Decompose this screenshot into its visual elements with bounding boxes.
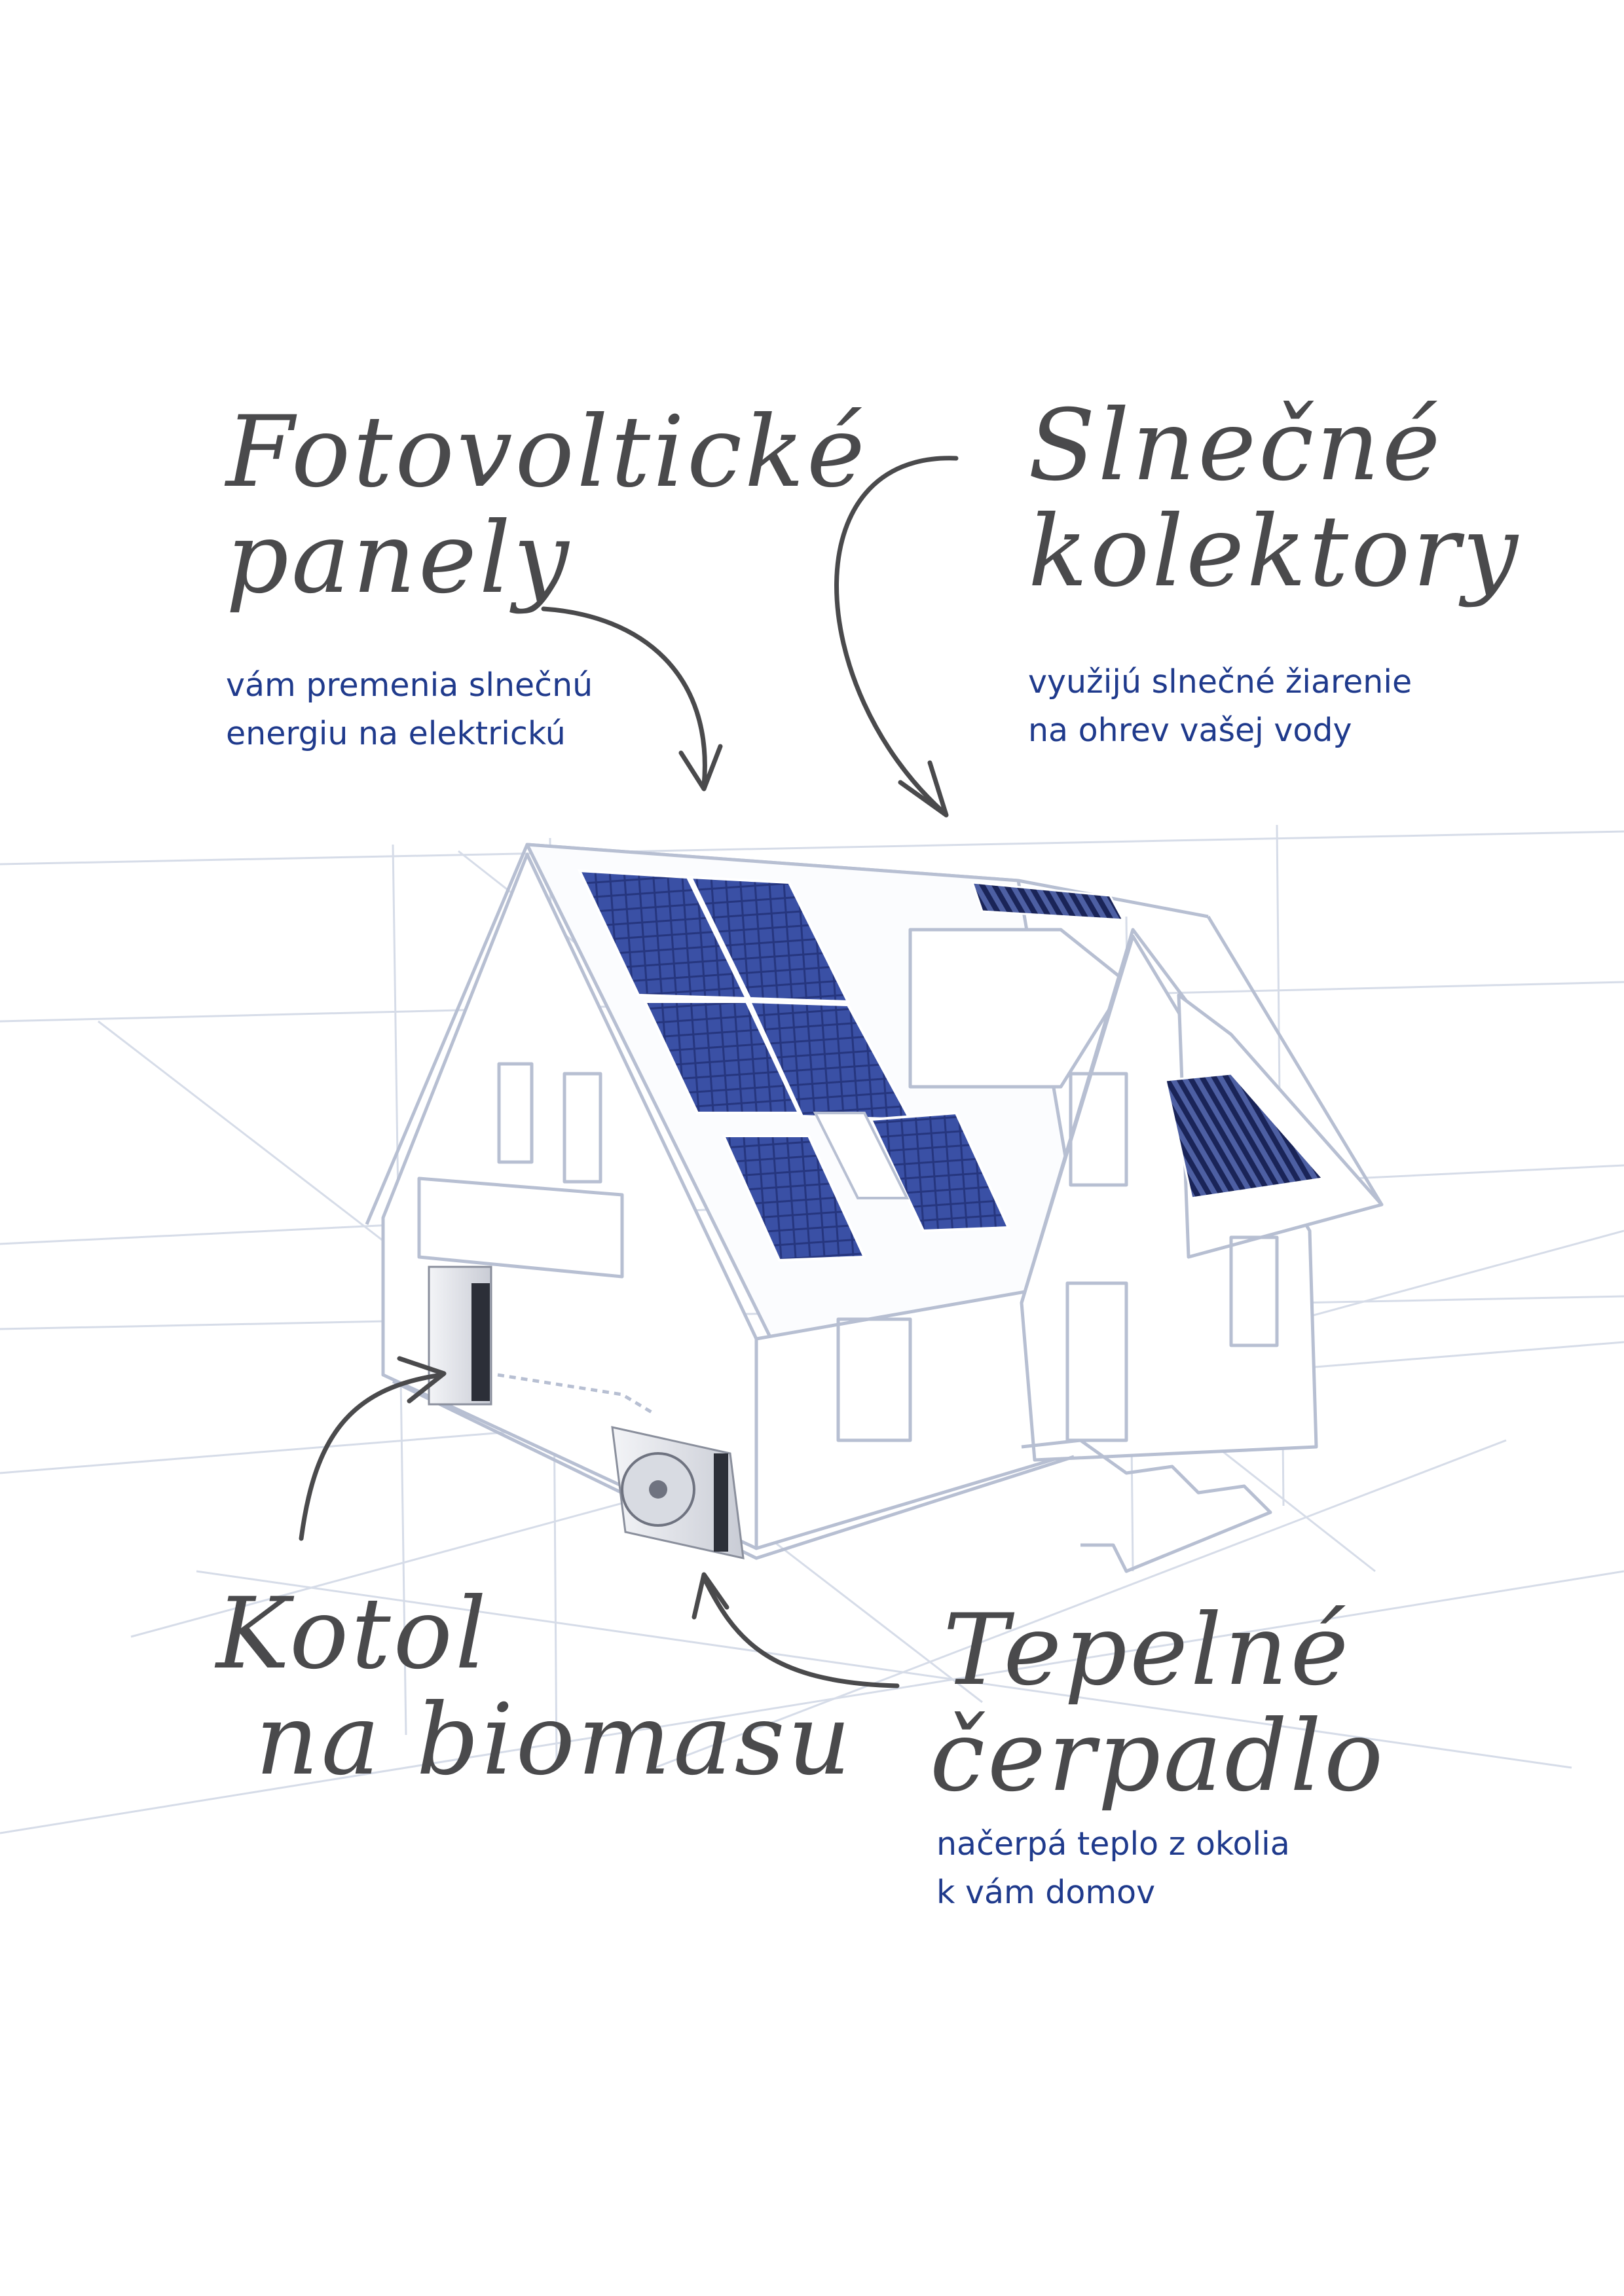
collectors-desc-line1: využijú slnečné žiarenie [1028, 663, 1412, 701]
boiler-title: Kotol na biomasu [216, 1581, 853, 1793]
heatpump-desc-line1: načerpá teplo z okolia [936, 1825, 1290, 1863]
collectors-title: Slnečné kolektory [1028, 393, 1521, 605]
boiler-title-line1: Kotol [216, 1577, 489, 1691]
collectors-title-line2: kolektory [1028, 495, 1521, 609]
arrow-to-boiler [299, 1372, 445, 1541]
heat-pump-unit [611, 1426, 745, 1559]
collectors-desc-line2: na ohrev vašej vody [1028, 712, 1352, 749]
pv-title: Fotovoltické panely [226, 399, 868, 611]
pv-title-line1: Fotovoltické [226, 395, 868, 509]
collectors-title-line1: Slnečné [1028, 389, 1443, 503]
pv-description: vám premenia slnečnú energiu na elektric… [226, 661, 593, 758]
arrows [299, 456, 959, 1688]
pv-title-line2: panely [226, 501, 572, 615]
heatpump-title: Tepelné čerpadlo [930, 1594, 1386, 1810]
arrow-to-pv [541, 606, 707, 788]
pv-desc-line2: energiu na elektrickú [226, 715, 566, 752]
biomass-boiler-unit [428, 1266, 492, 1406]
pv-desc-line1: vám premenia slnečnú [226, 666, 593, 704]
solar-collectors [970, 881, 1325, 1199]
heatpump-description: načerpá teplo z okolia k vám domov [936, 1820, 1290, 1917]
heatpump-desc-line2: k vám domov [936, 1874, 1156, 1911]
pv-panels [577, 869, 1011, 1262]
heatpump-title-line1: Tepelné [943, 1594, 1352, 1707]
arrow-to-collectors [834, 456, 959, 814]
heatpump-title-line2: čerpadlo [930, 1700, 1386, 1813]
collectors-description: využijú slnečné žiarenie na ohrev vašej … [1028, 658, 1412, 755]
arrow-to-heatpump [701, 1575, 900, 1688]
boiler-title-line2: na biomasu [255, 1683, 854, 1797]
house-sketch [365, 843, 1384, 1573]
